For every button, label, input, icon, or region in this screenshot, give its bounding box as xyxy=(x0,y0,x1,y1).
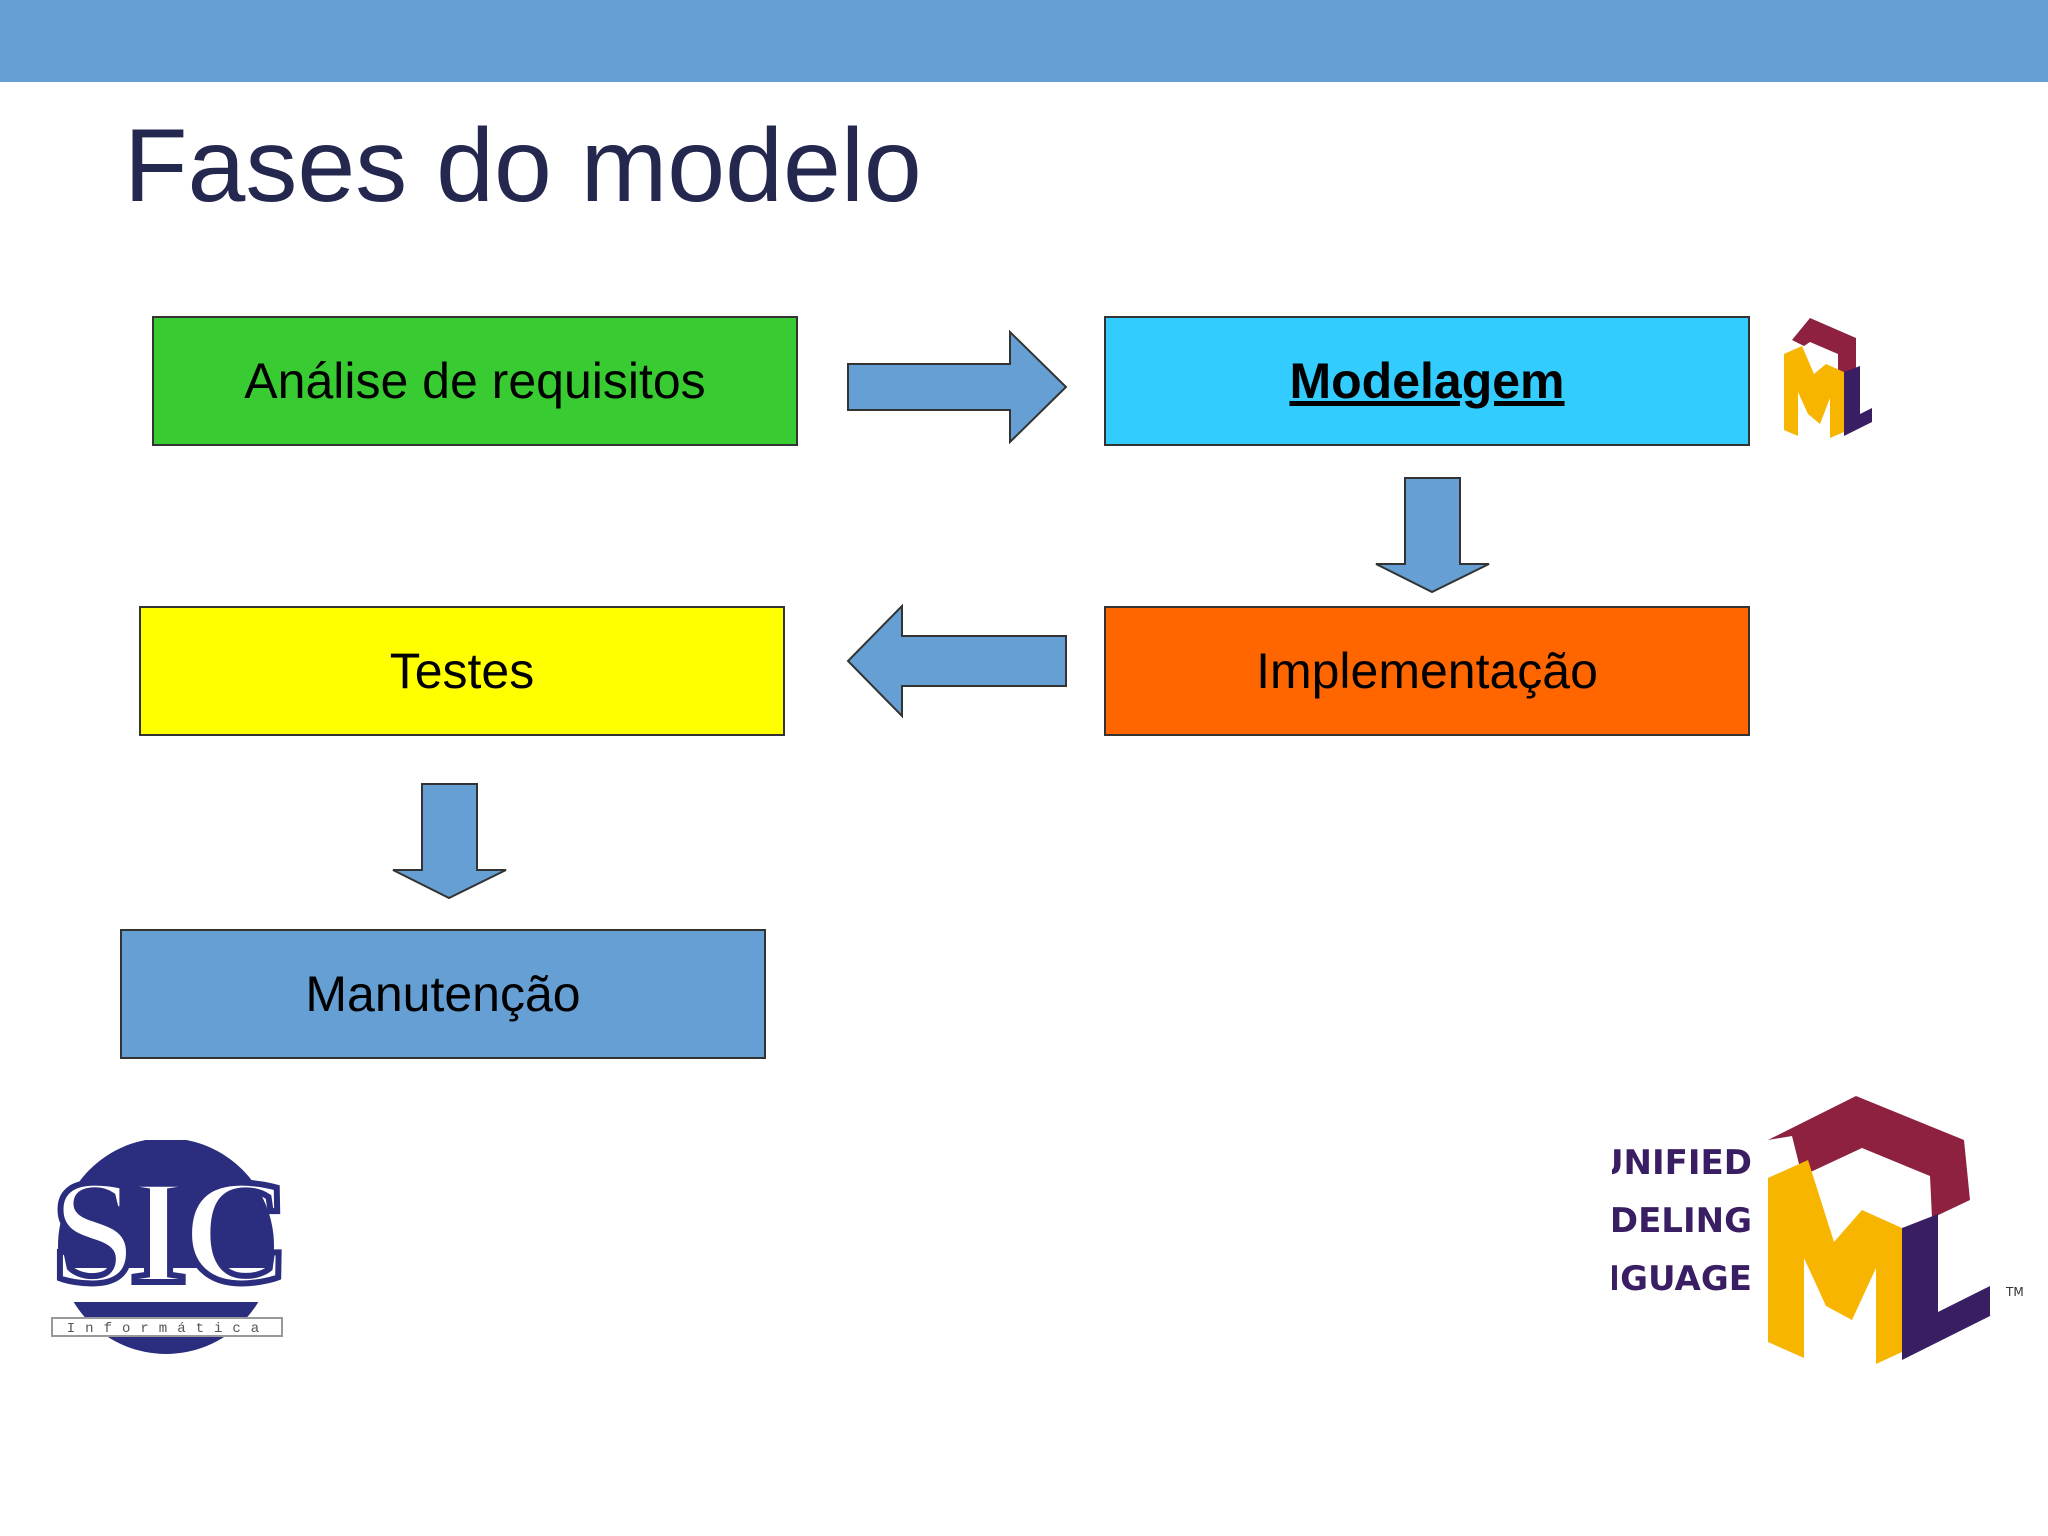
uml-text-line-3: LANGUAGE xyxy=(1612,1259,1752,1299)
slide-title: Fases do modelo xyxy=(124,108,922,224)
uml-text-line-2: MODELING xyxy=(1612,1201,1752,1241)
arrow-down-icon xyxy=(1375,477,1490,594)
uml-mini-logo xyxy=(1784,318,1872,438)
arrow-down-icon xyxy=(392,783,507,900)
sic-logo-subtext: Informática xyxy=(67,1321,269,1337)
phase-testes: Testes xyxy=(139,606,785,736)
arrow-left-icon xyxy=(846,603,1067,719)
uml-trademark: TM xyxy=(2005,1285,2024,1299)
uml-text-line-1: UNIFIED xyxy=(1612,1143,1752,1183)
header-band xyxy=(0,0,2048,82)
sic-informatica-logo: SIC Informática xyxy=(46,1138,293,1360)
phase-modelagem: Modelagem xyxy=(1104,316,1750,446)
sic-logo-letters: SIC xyxy=(52,1149,284,1315)
phase-implementacao: Implementação xyxy=(1104,606,1750,736)
phase-analise-requisitos: Análise de requisitos xyxy=(152,316,798,446)
uml-logo: UNIFIED MODELING LANGUAGE TM xyxy=(1544,1080,2024,1370)
arrow-right-icon xyxy=(847,329,1068,445)
phase-manutencao: Manutenção xyxy=(120,929,766,1059)
